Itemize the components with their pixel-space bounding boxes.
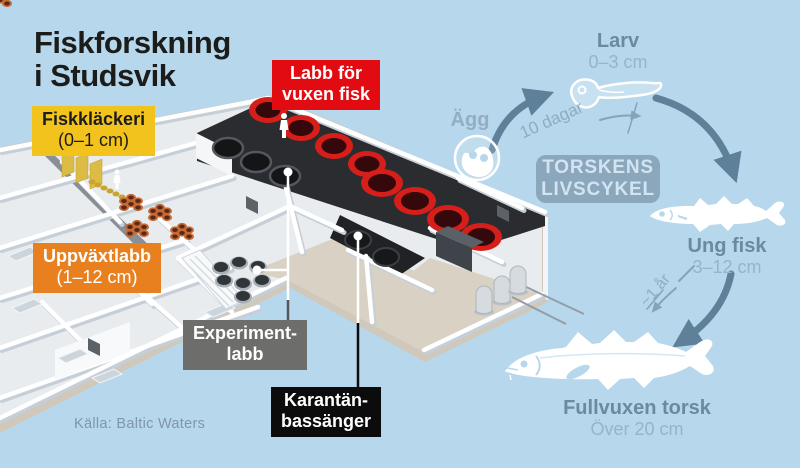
label-hatchery: Fiskkläckeri (0–1 cm) <box>32 106 156 156</box>
quarantine-leader <box>353 231 363 388</box>
arrow-larva-to-young <box>652 94 742 184</box>
stage-young-size: 3–12 cm <box>692 257 762 277</box>
stage-larva: Larv 0–3 cm <box>558 30 678 72</box>
label-quarantine: Karantän- bassänger <box>271 387 382 437</box>
label-hatchery-name: Fiskkläckeri <box>42 109 146 129</box>
young-fish-icon <box>650 196 786 232</box>
door-openings <box>88 196 509 356</box>
experiment-lab-leader <box>252 167 293 322</box>
duration-annotations <box>599 102 695 313</box>
label-grow-lab-size: (1–12 cm) <box>56 267 138 287</box>
label-adult-lab-line2: vuxen fisk <box>282 84 371 104</box>
lifecycle-title-line1: TORSKENS <box>542 157 654 178</box>
dark-tanks <box>211 136 302 188</box>
larva-icon <box>570 78 663 109</box>
label-quarantine-line1: Karantän- <box>284 390 369 410</box>
page-title: Fiskforskning i Studsvik <box>34 26 231 92</box>
pressure-vessels <box>474 265 528 316</box>
label-adult-lab: Labb för vuxen fisk <box>272 60 381 110</box>
label-grow-lab-name: Uppväxtlabb <box>43 246 152 266</box>
person-figure <box>113 113 289 189</box>
pipes <box>511 285 585 325</box>
stage-adult: Fullvuxen torsk Över 20 cm <box>545 397 729 439</box>
tall-wall <box>196 133 232 176</box>
stage-young-label: Ung fisk <box>687 235 767 257</box>
lab-benches <box>6 246 237 384</box>
label-experiment-lab-line2: labb <box>226 344 264 364</box>
stage-egg: Ägg <box>440 109 500 131</box>
lifecycle-title-badge: TORSKENS LIVSCYKEL <box>536 155 660 203</box>
label-hatchery-size: (0–1 cm) <box>58 130 130 150</box>
page-title-line2: i Studsvik <box>34 58 176 93</box>
stage-adult-size: Över 20 cm <box>590 419 684 439</box>
stage-larva-size: 0–3 cm <box>588 52 648 72</box>
source-credit: Källa: Baltic Waters <box>74 416 206 432</box>
stage-larva-label: Larv <box>596 30 640 52</box>
label-quarantine-line2: bassänger <box>281 411 372 431</box>
adult-cod-icon <box>501 330 714 390</box>
label-grow-lab: Uppväxtlabb (1–12 cm) <box>33 243 162 293</box>
building-illustration <box>0 0 585 433</box>
growout-tank-clusters <box>0 0 194 241</box>
lifecycle-diagram <box>453 78 786 390</box>
label-experiment-lab-line1: Experiment- <box>193 323 298 343</box>
equipment-box <box>436 226 484 272</box>
stage-adult-label: Fullvuxen torsk <box>563 397 711 419</box>
page-title-line1: Fiskforskning <box>34 25 231 60</box>
quarantine-dark-floor <box>330 215 425 275</box>
label-adult-lab-line1: Labb för <box>290 63 363 83</box>
egg-icon <box>453 134 501 182</box>
stage-egg-label: Ägg <box>450 109 490 131</box>
stage-young: Ung fisk 3–12 cm <box>663 235 791 277</box>
label-experiment-lab: Experiment- labb <box>183 320 308 370</box>
right-wall <box>543 211 548 300</box>
lifecycle-title-line2: LIVSCYKEL <box>541 179 655 200</box>
arrow-young-to-adult <box>672 270 735 348</box>
